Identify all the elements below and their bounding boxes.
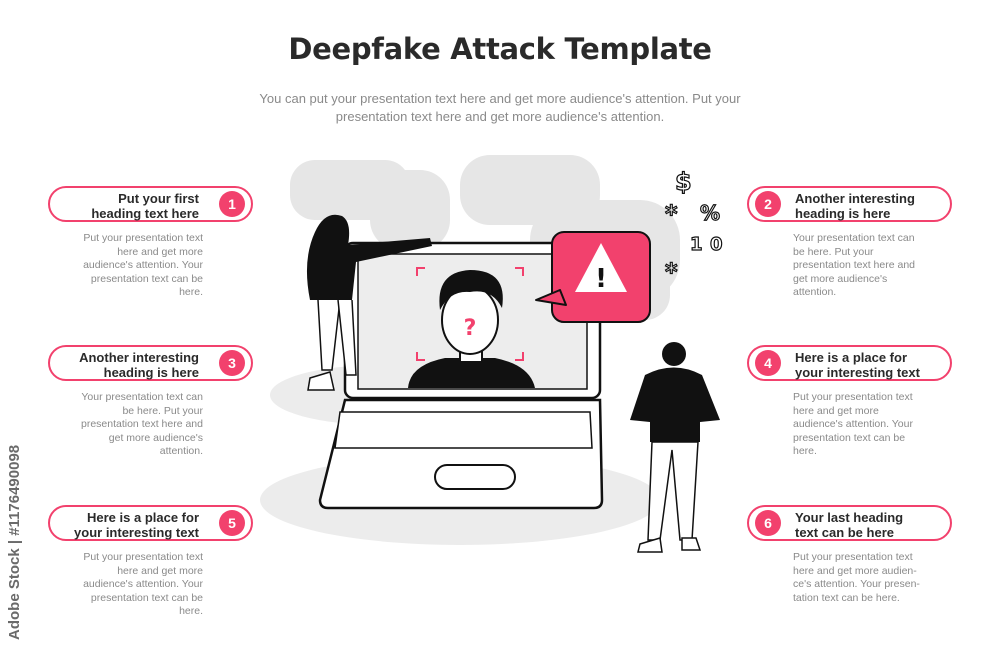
- alert-exclamation: !: [595, 264, 607, 294]
- step-heading-line-2: text can be here: [795, 525, 894, 540]
- step-heading: Your last heading text can be here: [795, 510, 903, 540]
- step-description: Put your presentation text here and get …: [793, 391, 913, 457]
- step-heading-pill: Here is a place for your interesting tex…: [48, 505, 253, 541]
- face-target-frame: [416, 267, 524, 361]
- step-number-badge: 4: [755, 350, 781, 376]
- deepfake-illustration: ? ! $ * % 1 0 *: [230, 150, 730, 575]
- step-description: Put your presentation text here and get …: [83, 551, 203, 617]
- svg-text:*: *: [665, 200, 678, 228]
- laptop-touchpad: [434, 464, 516, 490]
- step-heading-line-1: Another interesting: [79, 350, 199, 365]
- step-heading-pill: Put your first heading text here 1: [48, 186, 253, 222]
- step-item-6: 6 Your last heading text can be here Put…: [747, 505, 952, 605]
- step-heading-line-2: heading text here: [91, 206, 199, 221]
- svg-text:$: $: [675, 168, 692, 196]
- svg-text:*: *: [665, 258, 678, 286]
- step-heading-line-1: Your last heading: [795, 510, 904, 525]
- step-heading-line-1: Here is a place for: [87, 510, 199, 525]
- step-heading: Here is a place for your interesting tex…: [74, 510, 199, 540]
- floating-symbols: $ * % 1 0 *: [664, 167, 723, 286]
- step-heading: Put your first heading text here: [91, 191, 199, 221]
- step-number-badge: 3: [219, 350, 245, 376]
- step-description: Your presentation text can be here. Put …: [793, 232, 916, 298]
- step-heading-pill: 6 Your last heading text can be here: [747, 505, 952, 541]
- face-question-mark: ?: [464, 316, 477, 341]
- stock-watermark-text: Adobe Stock | #1176490098: [6, 444, 23, 640]
- svg-text:0: 0: [710, 234, 723, 255]
- step-description: Your presentation text can be here. Put …: [80, 391, 203, 457]
- svg-text:%: %: [700, 201, 720, 225]
- step-description: Put your presentation text here and get …: [793, 551, 920, 604]
- step-heading-pill: 4 Here is a place for your interesting t…: [747, 345, 952, 381]
- svg-text:1: 1: [690, 234, 703, 255]
- step-item-5: Here is a place for your interesting tex…: [48, 505, 253, 619]
- step-heading-line-1: Here is a place for: [795, 350, 907, 365]
- step-item-3: Another interesting heading is here 3 Yo…: [48, 345, 253, 459]
- step-heading-line-2: your interesting text: [74, 525, 199, 540]
- step-description: Put your presentation text here and get …: [83, 232, 203, 298]
- step-number-badge: 2: [755, 191, 781, 217]
- step-number-badge: 5: [219, 510, 245, 536]
- step-heading-line-2: your interesting text: [795, 365, 920, 380]
- step-item-1: Put your first heading text here 1 Put y…: [48, 186, 253, 300]
- step-heading: Another interesting heading is here: [795, 191, 915, 221]
- step-heading-line-1: Put your first: [118, 191, 199, 206]
- step-heading-line-2: heading is here: [103, 365, 199, 380]
- step-item-2: 2 Another interesting heading is here Yo…: [747, 186, 952, 300]
- observer-figure: [630, 342, 720, 553]
- hacker-figure: [306, 214, 432, 391]
- step-heading-pill: Another interesting heading is here 3: [48, 345, 253, 381]
- step-heading: Here is a place for your interesting tex…: [795, 350, 920, 380]
- step-heading-pill: 2 Another interesting heading is here: [747, 186, 952, 222]
- page-title: Deepfake Attack Template: [288, 32, 712, 66]
- step-item-4: 4 Here is a place for your interesting t…: [747, 345, 952, 459]
- step-number-badge: 6: [755, 510, 781, 536]
- step-heading: Another interesting heading is here: [79, 350, 199, 380]
- alert-bubble: !: [535, 231, 651, 323]
- page-subtitle: You can put your presentation text here …: [259, 91, 741, 124]
- step-heading-line-2: heading is here: [795, 206, 891, 221]
- step-number-badge: 1: [219, 191, 245, 217]
- person-silhouette: [408, 358, 535, 388]
- step-heading-line-1: Another interesting: [795, 191, 915, 206]
